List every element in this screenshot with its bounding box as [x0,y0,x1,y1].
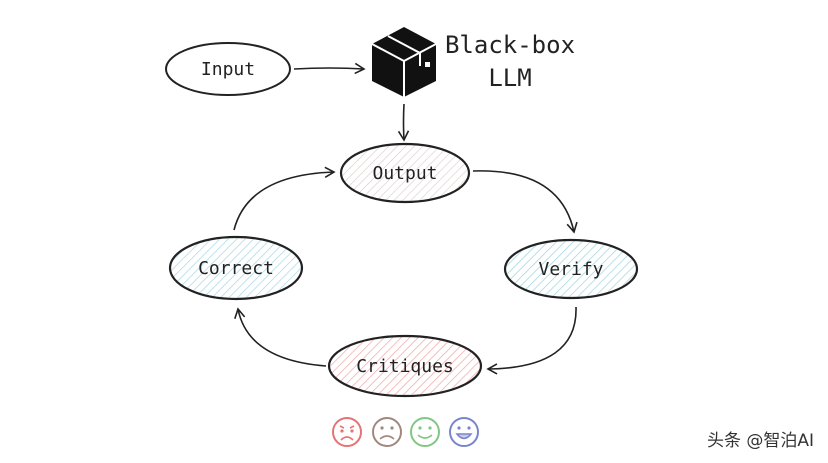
cube-icon [371,27,437,97]
smiling-face-icon [410,417,440,447]
output-node: Output [339,142,471,204]
crying-face-icon [332,417,362,447]
critiques-label: Critiques [356,356,454,377]
arrow-output-to-verify [472,170,578,234]
critiques-node: Critiques [327,334,483,398]
arrow-llm-to-output [397,103,410,142]
output-label: Output [372,163,437,184]
blackbox-label-line2: LLM [488,64,531,92]
faces-row [332,417,479,447]
verify-node: Verify [503,238,639,300]
grinning-face-icon [449,417,479,447]
input-label: Input [201,59,255,80]
watermark: 头条 @智泊AI [706,431,814,451]
verify-label: Verify [538,259,603,280]
arrow-verify-to-critiques [486,306,577,375]
correct-node: Correct [168,235,304,301]
input-node: Input [165,42,291,96]
arrow-correct-to-output [233,166,336,231]
arrow-input-to-llm [293,62,366,75]
arrow-critiques-to-correct [234,307,327,367]
correct-label: Correct [198,258,274,279]
frowning-face-icon [372,417,402,447]
blackbox-label-line1: Black-box [445,31,575,59]
